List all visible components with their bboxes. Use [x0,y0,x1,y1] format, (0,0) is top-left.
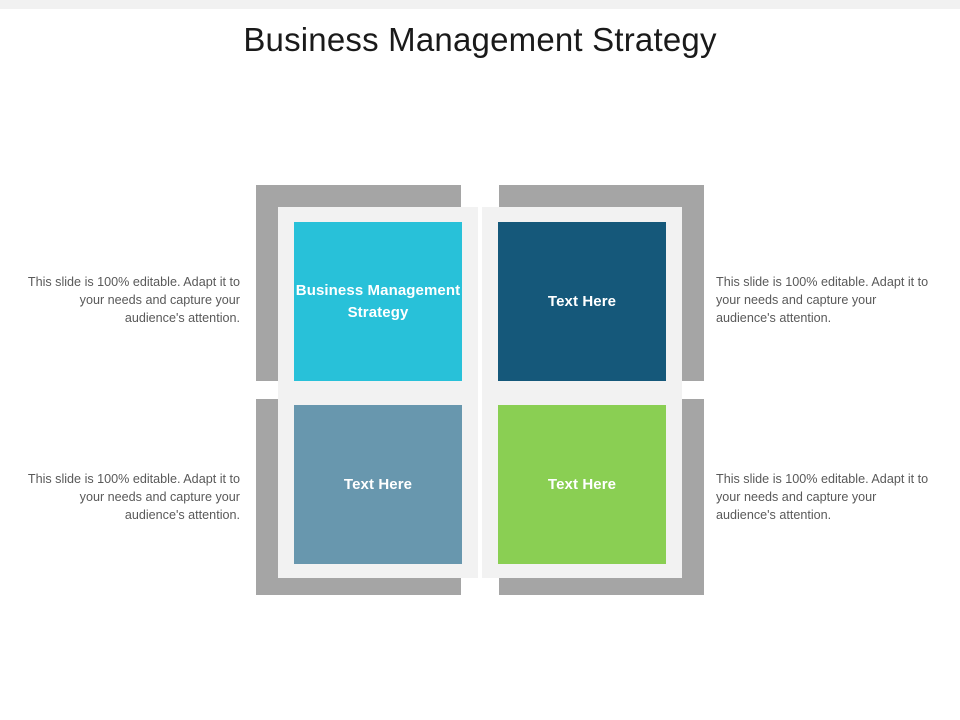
quadrant-tile-top-right[interactable]: Text Here [498,222,666,381]
caption-top-right: This slide is 100% editable. Adapt it to… [716,275,929,325]
quadrant-top-left[interactable]: Business Management Strategy [256,176,480,395]
quadrant-tile-top-left[interactable]: Business Management Strategy [294,222,462,381]
quadrant-label: Text Here [343,475,413,493]
quadrant-bottom-left[interactable]: Text Here [256,390,480,604]
quadrant-frame: Text Here [482,207,682,395]
four-quadrant-diagram: Business Management Strategy Text Here T… [256,176,704,604]
quadrant-label: Text Here [547,475,617,493]
caption-top-left: This slide is 100% editable. Adapt it to… [27,275,240,325]
top-decorative-band [0,0,960,9]
slide-canvas: Business Management Strategy Business Ma… [0,9,960,720]
quadrant-tile-bottom-right[interactable]: Text Here [498,405,666,564]
page-title: Business Management Strategy [243,21,717,58]
quadrant-bottom-right[interactable]: Text Here [480,390,704,604]
caption-bottom-right: This slide is 100% editable. Adapt it to… [716,472,929,522]
quadrant-frame: Business Management Strategy [278,207,478,395]
quadrant-tile-bottom-left[interactable]: Text Here [294,405,462,564]
quadrant-top-right[interactable]: Text Here [480,176,704,395]
quadrant-label: Text Here [547,292,617,310]
quadrant-frame: Text Here [278,390,478,578]
quadrant-label: Business Management Strategy [295,282,461,321]
caption-bottom-left: This slide is 100% editable. Adapt it to… [27,472,240,522]
quadrant-frame: Text Here [482,390,682,578]
